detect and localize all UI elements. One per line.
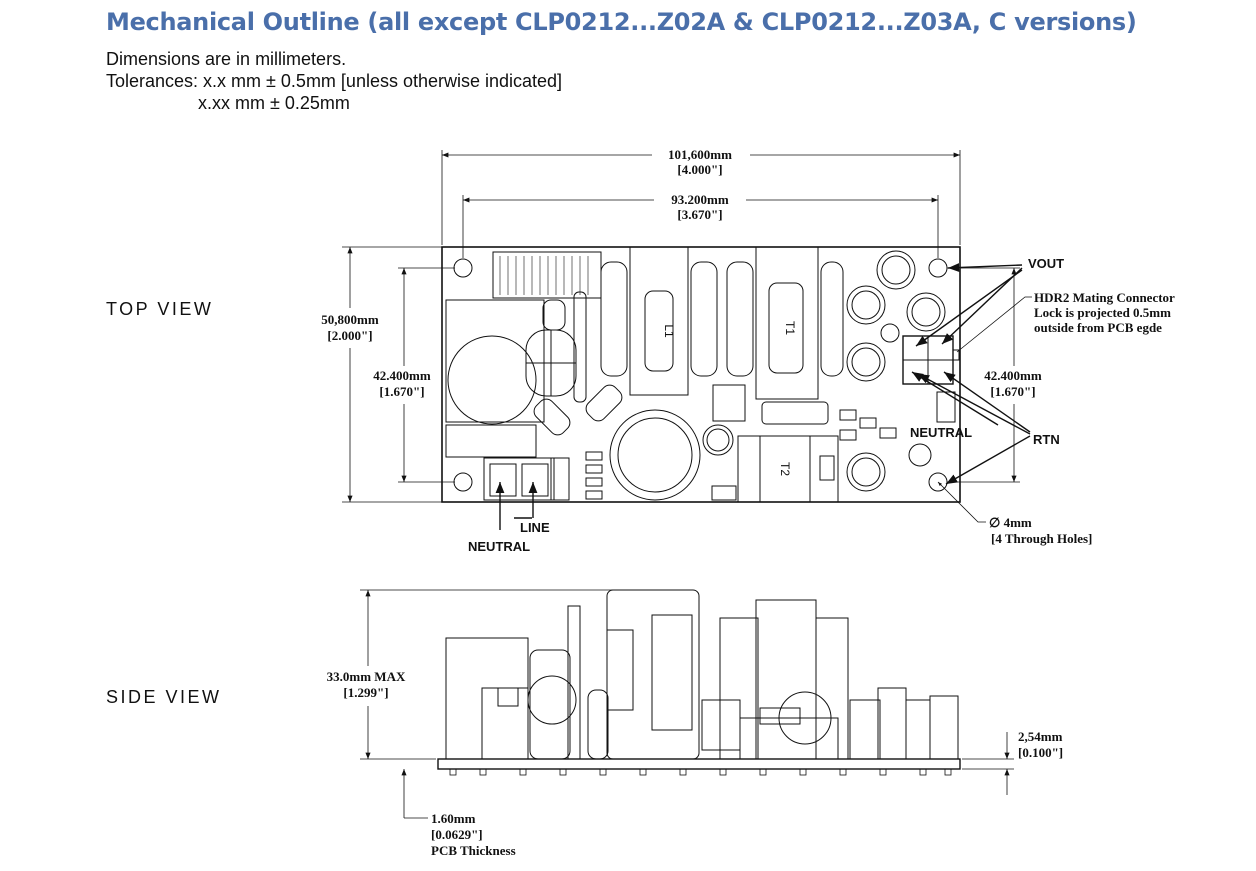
top-dimension-lines	[342, 150, 1020, 503]
side-view-label: SIDE VIEW	[106, 687, 222, 707]
mounting-hole	[453, 472, 473, 492]
transformer-t1	[755, 246, 819, 400]
mounting-hole	[453, 258, 473, 278]
ac-arrows	[495, 482, 538, 530]
dim-hole-height-left-in: [1.670"]	[379, 384, 424, 399]
dim-hole-spacing-in: [3.670"]	[677, 207, 722, 222]
capacitor	[876, 250, 916, 290]
component	[849, 699, 881, 760]
capacitor	[906, 292, 946, 332]
component	[712, 384, 746, 422]
capacitor	[846, 342, 886, 382]
dim-standoff-in: [0.100"]	[1018, 745, 1063, 760]
pcb-side	[437, 758, 961, 770]
component	[550, 457, 570, 501]
top-view-drawing	[441, 246, 961, 503]
label-t2: T2	[778, 462, 792, 476]
hdr2-leader	[956, 296, 1032, 353]
component	[542, 299, 566, 331]
mounting-hole	[928, 258, 948, 278]
callout-arrows	[911, 263, 1031, 485]
component	[585, 384, 623, 422]
hole-leader	[937, 481, 986, 523]
component	[573, 291, 587, 403]
capacitor	[447, 335, 537, 425]
dim-overall-height-in: [2.000"]	[327, 328, 372, 343]
callout-neutral-right: NEUTRAL	[910, 425, 972, 440]
ac-input-connector	[483, 457, 555, 501]
connector-side	[877, 687, 907, 760]
capacitor	[702, 424, 734, 456]
callout-rtn: RTN	[1033, 432, 1060, 447]
dim-overall-width-in: [4.000"]	[677, 162, 722, 177]
dim-overall-height-mm: 50,800mm	[321, 312, 379, 327]
component	[445, 299, 545, 423]
inductor-l1	[629, 246, 689, 396]
component	[719, 617, 759, 760]
note-tolerance-2: x.xx mm ± 0.25mm	[198, 93, 350, 113]
callout-hdr2-line1: HDR2 Mating Connector	[1034, 290, 1175, 305]
component	[445, 637, 529, 760]
component	[761, 401, 829, 425]
dim-standoff-mm: 2,54mm	[1018, 729, 1063, 744]
note-units: Dimensions are in millimeters.	[106, 49, 347, 69]
component	[445, 424, 537, 458]
dim-hole-height-left-mm: 42.400mm	[373, 368, 431, 383]
capacitor	[846, 452, 886, 492]
component	[529, 649, 571, 760]
note-tolerance: Tolerances: x.x mm ± 0.5mm [unless other…	[106, 71, 563, 91]
dim-hole-note: [4 Through Holes]	[991, 531, 1092, 546]
callout-vout: VOUT	[1028, 256, 1064, 271]
side-view-drawing	[437, 589, 961, 776]
dimension-notes: Dimensions are in millimeters. Tolerance…	[106, 48, 562, 114]
label-l1: L1	[662, 324, 676, 338]
component	[533, 398, 571, 436]
component	[492, 251, 602, 299]
dim-height-mm: 33.0mm MAX	[327, 669, 406, 684]
dim-overall-width-mm: 101,600mm	[668, 147, 732, 162]
pcb-outline	[441, 246, 961, 503]
side-dimension-lines	[360, 589, 1014, 819]
dim-pcb-note: PCB Thickness	[431, 843, 516, 858]
dim-hole-height-right-mm: 42.400mm	[984, 368, 1042, 383]
callout-hdr2-line3: outside from PCB egde	[1034, 320, 1162, 335]
capacitor	[846, 285, 886, 325]
capacitor	[609, 409, 701, 501]
dim-pcb-mm: 1.60mm	[431, 811, 476, 826]
dim-pcb-in: [0.0629"]	[431, 827, 483, 842]
top-view-label: TOP VIEW	[106, 299, 214, 319]
dim-hole-diameter: ∅ 4mm	[989, 515, 1032, 530]
callout-hdr2-line2: Lock is projected 0.5mm	[1034, 305, 1171, 320]
label-t1: T1	[783, 321, 797, 335]
dim-hole-height-right-in: [1.670"]	[990, 384, 1035, 399]
dim-height-in: [1.299"]	[343, 685, 388, 700]
dim-hole-spacing-mm: 93.200mm	[671, 192, 729, 207]
callout-neutral-left: NEUTRAL	[468, 539, 530, 554]
component	[567, 605, 581, 760]
page-title: Mechanical Outline (all except CLP0212..…	[106, 8, 1137, 36]
callout-line: LINE	[520, 520, 550, 535]
